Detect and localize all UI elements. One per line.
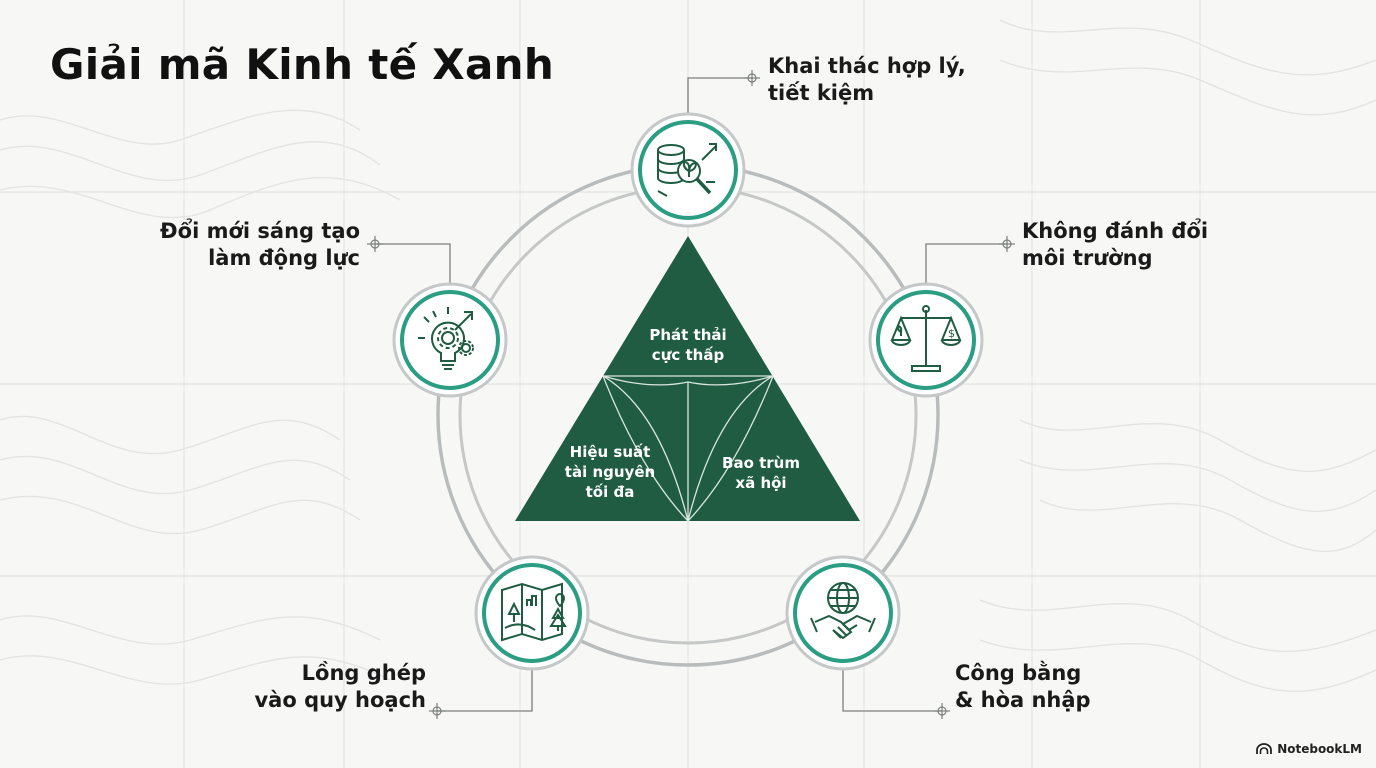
core-right-label: Bao trùm xã hội [722, 454, 800, 492]
node-balance-scale: $ [868, 282, 984, 398]
pillar-label-innovation: Đổi mới sáng tạo làm động lực [160, 219, 360, 270]
brand-watermark: NotebookLM [1256, 742, 1362, 756]
pillar-label-planning: Lồng ghép vào quy hoạch [254, 661, 426, 712]
node-handshake-globe [785, 555, 901, 671]
page-title: Giải mã Kinh tế Xanh [50, 40, 555, 89]
handshake-globe-icon [810, 582, 876, 640]
brand-name: NotebookLM [1277, 742, 1362, 756]
node-resource-search [630, 112, 746, 228]
crosshair-markers [367, 70, 1015, 719]
core-top-label: Phát thải cực thấp [649, 326, 727, 364]
pillar-label-environment: Không đánh đổi môi trường [1022, 219, 1209, 270]
svg-text:$: $ [948, 327, 955, 340]
node-innovation-bulb [392, 282, 508, 398]
resource-search-icon [657, 143, 717, 197]
pillar-label-equity: Công bằng & hòa nhập [955, 661, 1091, 712]
innovation-bulb-icon [418, 307, 474, 370]
map-planning-icon [501, 582, 567, 642]
core-triangle [515, 236, 860, 522]
balance-scale-icon: $ [890, 305, 962, 372]
core-left-label: Hiệu suất tài nguyên tối đa [564, 443, 656, 501]
pillar-label-resource: Khai thác hợp lý, tiết kiệm [768, 54, 966, 105]
notebooklm-logo-icon [1256, 743, 1273, 754]
node-map-planning [474, 555, 590, 671]
